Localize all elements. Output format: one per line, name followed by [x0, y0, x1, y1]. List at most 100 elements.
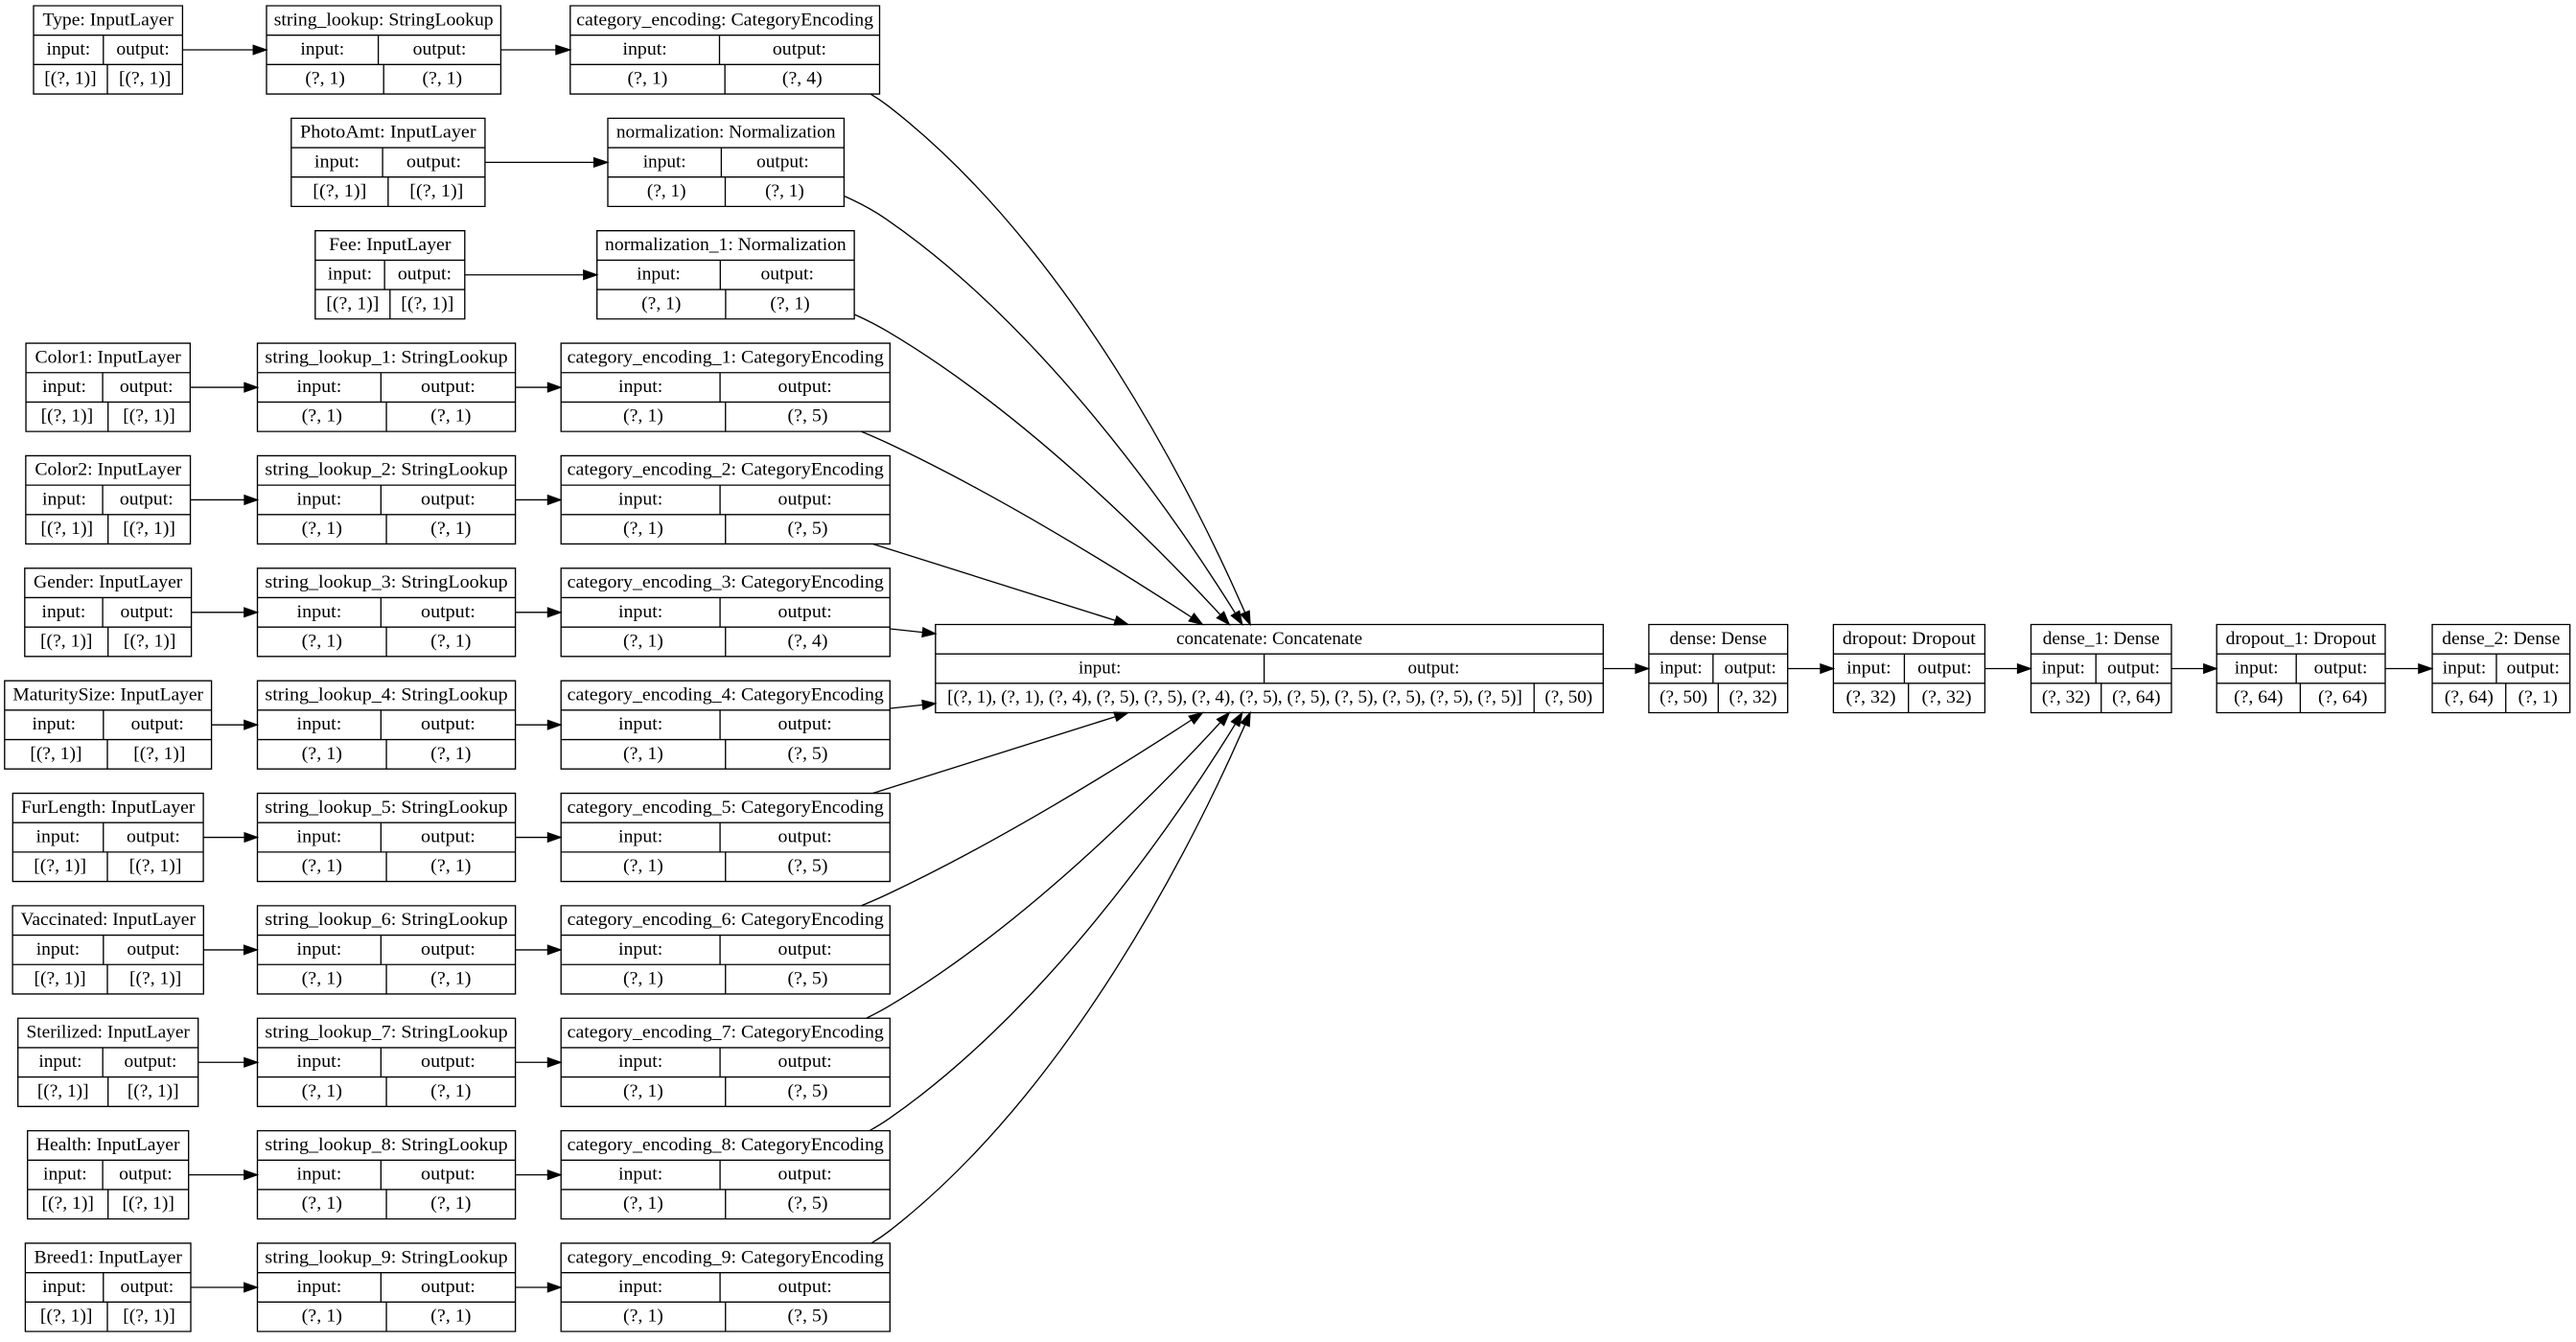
svg-text:(?, 1): (?, 1)	[430, 969, 471, 989]
svg-text:input:: input:	[36, 939, 81, 960]
svg-text:string_lookup_6: StringLookup: string_lookup_6: StringLookup	[265, 910, 507, 930]
svg-text:input:: input:	[297, 1052, 342, 1072]
svg-text:output:: output:	[121, 1277, 174, 1297]
svg-text:(?, 1): (?, 1)	[302, 1081, 342, 1101]
svg-text:[(?, 1)]: [(?, 1)]	[124, 631, 175, 651]
svg-text:input:: input:	[297, 1277, 342, 1297]
svg-text:input:: input:	[43, 1165, 87, 1185]
svg-text:Color2: InputLayer: Color2: InputLayer	[35, 460, 181, 480]
svg-text:(?, 1): (?, 1)	[430, 744, 471, 764]
svg-text:(?, 1): (?, 1)	[430, 406, 471, 427]
svg-text:input:: input:	[297, 1165, 342, 1185]
svg-text:(?, 1): (?, 1)	[430, 631, 471, 651]
svg-text:(?, 5): (?, 5)	[788, 1081, 828, 1101]
svg-text:(?, 64): (?, 64)	[2318, 687, 2367, 707]
svg-text:input:: input:	[42, 489, 86, 509]
svg-text:output:: output:	[421, 714, 476, 734]
svg-text:input:: input:	[38, 1052, 81, 1072]
svg-text:(?, 32): (?, 32)	[1729, 687, 1777, 707]
svg-text:output:: output:	[778, 826, 832, 846]
svg-text:(?, 32): (?, 32)	[1846, 687, 1896, 707]
svg-text:(?, 5): (?, 5)	[788, 856, 828, 876]
svg-text:FurLength: InputLayer: FurLength: InputLayer	[21, 798, 196, 818]
svg-text:(?, 1): (?, 1)	[623, 631, 663, 651]
svg-text:[(?, 1)]: [(?, 1)]	[41, 406, 94, 427]
svg-text:input:: input:	[643, 151, 686, 172]
svg-text:output:: output:	[773, 39, 826, 59]
svg-text:output:: output:	[421, 939, 476, 960]
svg-text:category_encoding_9: CategoryE: category_encoding_9: CategoryEncoding	[568, 1247, 884, 1267]
svg-text:output:: output:	[116, 39, 170, 59]
svg-text:(?, 1): (?, 1)	[623, 1081, 663, 1101]
svg-text:input:: input:	[1079, 658, 1121, 678]
svg-text:category_encoding: CategoryEnc: category_encoding: CategoryEncoding	[576, 10, 873, 30]
svg-text:Breed1: InputLayer: Breed1: InputLayer	[35, 1247, 183, 1267]
svg-text:[(?, 1)]: [(?, 1)]	[40, 631, 92, 651]
svg-text:(?, 50): (?, 50)	[1544, 687, 1592, 707]
svg-text:output:: output:	[421, 377, 476, 397]
svg-text:dropout: Dropout: dropout: Dropout	[1843, 629, 1977, 649]
svg-text:(?, 1): (?, 1)	[305, 69, 345, 89]
svg-text:input:: input:	[618, 602, 662, 622]
svg-text:(?, 5): (?, 5)	[788, 406, 828, 427]
svg-text:(?, 1): (?, 1)	[623, 1307, 663, 1327]
svg-text:(?, 1): (?, 1)	[302, 969, 342, 989]
svg-text:output:: output:	[119, 1165, 173, 1185]
svg-text:output:: output:	[406, 151, 461, 172]
svg-text:category_encoding_3: CategoryE: category_encoding_3: CategoryEncoding	[568, 572, 884, 592]
svg-text:input:: input:	[297, 377, 342, 397]
svg-text:(?, 1): (?, 1)	[628, 69, 668, 89]
svg-text:Fee: InputLayer: Fee: InputLayer	[329, 235, 452, 255]
svg-text:dense_1: Dense: dense_1: Dense	[2043, 629, 2160, 649]
svg-text:output:: output:	[2314, 658, 2368, 678]
svg-text:[(?, 1)]: [(?, 1)]	[123, 406, 175, 427]
svg-text:[(?, 1)]: [(?, 1)]	[313, 181, 366, 201]
svg-text:MaturitySize: InputLayer: MaturitySize: InputLayer	[12, 684, 203, 705]
svg-text:output:: output:	[778, 1165, 832, 1185]
svg-text:input:: input:	[618, 1052, 662, 1072]
svg-text:(?, 64): (?, 64)	[2234, 687, 2283, 707]
svg-text:output:: output:	[120, 377, 174, 397]
svg-text:output:: output:	[421, 1052, 476, 1072]
svg-text:[(?, 1)]: [(?, 1)]	[34, 969, 85, 989]
svg-text:(?, 50): (?, 50)	[1659, 687, 1707, 707]
svg-text:[(?, 1)]: [(?, 1)]	[133, 744, 185, 764]
svg-text:Health: InputLayer: Health: InputLayer	[36, 1135, 180, 1155]
svg-text:input:: input:	[618, 1277, 662, 1297]
svg-text:(?, 1): (?, 1)	[647, 181, 686, 201]
svg-text:output:: output:	[127, 939, 179, 960]
svg-text:output:: output:	[778, 1277, 832, 1297]
svg-text:(?, 64): (?, 64)	[2112, 687, 2161, 707]
svg-text:output:: output:	[756, 151, 809, 172]
svg-text:output:: output:	[778, 939, 832, 960]
svg-text:output:: output:	[125, 1052, 177, 1072]
svg-text:Type: InputLayer: Type: InputLayer	[43, 10, 174, 30]
svg-text:input:: input:	[1846, 658, 1891, 678]
svg-text:(?, 4): (?, 4)	[782, 69, 823, 89]
svg-text:[(?, 1)]: [(?, 1)]	[123, 519, 175, 539]
svg-text:[(?, 1)]: [(?, 1)]	[409, 181, 463, 201]
svg-text:string_lookup_5: StringLookup: string_lookup_5: StringLookup	[265, 798, 507, 818]
svg-text:string_lookup_7: StringLookup: string_lookup_7: StringLookup	[265, 1023, 507, 1043]
svg-text:(?, 1): (?, 1)	[623, 744, 663, 764]
svg-text:(?, 1): (?, 1)	[623, 856, 663, 876]
svg-text:[(?, 1)]: [(?, 1)]	[122, 1193, 174, 1214]
svg-text:(?, 1): (?, 1)	[2518, 687, 2558, 707]
svg-text:input:: input:	[2042, 658, 2085, 678]
svg-text:category_encoding_5: CategoryE: category_encoding_5: CategoryEncoding	[568, 798, 884, 818]
svg-text:(?, 1): (?, 1)	[302, 631, 342, 651]
svg-text:output:: output:	[1407, 658, 1459, 678]
svg-text:[(?, 1)]: [(?, 1)]	[37, 1081, 89, 1101]
svg-text:input:: input:	[33, 714, 76, 734]
svg-text:[(?, 1)]: [(?, 1)]	[40, 519, 93, 539]
svg-text:category_encoding_8: CategoryE: category_encoding_8: CategoryEncoding	[568, 1135, 884, 1155]
svg-text:output:: output:	[778, 714, 832, 734]
svg-text:input:: input:	[47, 39, 91, 59]
svg-text:(?, 1): (?, 1)	[302, 856, 342, 876]
svg-text:(?, 1): (?, 1)	[430, 519, 471, 539]
svg-text:input:: input:	[42, 602, 86, 622]
svg-text:(?, 1): (?, 1)	[302, 519, 342, 539]
svg-text:[(?, 1)]: [(?, 1)]	[34, 856, 86, 876]
svg-text:[(?, 1)]: [(?, 1)]	[129, 856, 182, 876]
svg-text:output:: output:	[421, 1277, 476, 1297]
